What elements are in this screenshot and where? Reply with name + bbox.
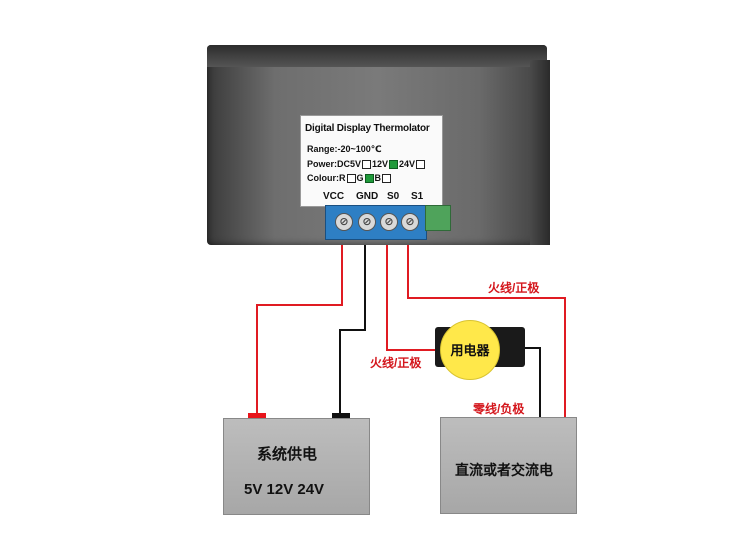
power-checkbox-12v (389, 159, 399, 169)
terminal-block: ⊘ ⊘ ⊘ ⊘ (325, 205, 427, 240)
pin-label-vcc: VCC (323, 191, 345, 202)
screw-vcc-icon: ⊘ (335, 213, 353, 231)
colour-option-r: R (339, 173, 346, 183)
module-top-edge (207, 45, 547, 67)
screw-s0-icon: ⊘ (380, 213, 398, 231)
supply-negative-terminal (332, 413, 350, 422)
power-checkbox-dc5v (362, 159, 372, 169)
pin-label-s1: S1 (411, 191, 424, 202)
power-option-24v: 24V (399, 159, 416, 169)
power-option-dc5v: DC5V (337, 159, 362, 169)
dc-or-ac-power-box: 直流或者交流电 (440, 417, 577, 514)
supply-title: 系统供电 (257, 446, 318, 463)
vcc-wire (256, 228, 343, 414)
module-side (530, 60, 550, 245)
spec-label: Digital Display Thermolator Range:-20~10… (300, 115, 443, 207)
neutral-wire-label: 零线/负极 (473, 402, 525, 416)
system-power-supply-box: 系统供电 5V 12V 24V (223, 418, 370, 515)
pin-label-s0: S0 (387, 191, 400, 202)
power-label: Power: (307, 159, 338, 169)
supply-positive-terminal (248, 413, 266, 422)
range-text: Range:-20~100℃ (307, 144, 382, 154)
device-title: Digital Display Thermolator (305, 123, 430, 134)
screw-s1-icon: ⊘ (401, 213, 419, 231)
colour-checkbox-g (364, 173, 374, 183)
green-connector (425, 205, 451, 231)
supply-voltages: 5V 12V 24V (244, 481, 325, 498)
s0-wire (386, 228, 437, 351)
power-option-12v: 12V (372, 159, 389, 169)
colour-option-g: G (356, 173, 364, 183)
range-line: Range:-20~100℃ (307, 144, 382, 155)
screw-gnd-icon: ⊘ (358, 213, 376, 231)
power-checkbox-24v (416, 159, 426, 169)
power-line: Power: DC5V 12V 24V (307, 159, 426, 169)
pin-label-gnd: GND (356, 191, 379, 202)
gnd-wire (339, 228, 366, 414)
colour-option-b: B (374, 173, 382, 183)
load-title: 直流或者交流电 (455, 462, 553, 478)
s1-wire (407, 228, 566, 417)
colour-checkbox-b (382, 173, 392, 183)
appliance: 用电器 (440, 320, 500, 380)
colour-checkbox-r (346, 173, 356, 183)
colour-line: Colour: R G B (307, 173, 392, 183)
live-wire-label-top: 火线/正极 (488, 281, 540, 295)
live-wire-label-left: 火线/正极 (370, 356, 422, 370)
colour-label: Colour: (307, 173, 339, 183)
appliance-label: 用电器 (450, 343, 490, 358)
appliance-return-wire (523, 347, 541, 418)
